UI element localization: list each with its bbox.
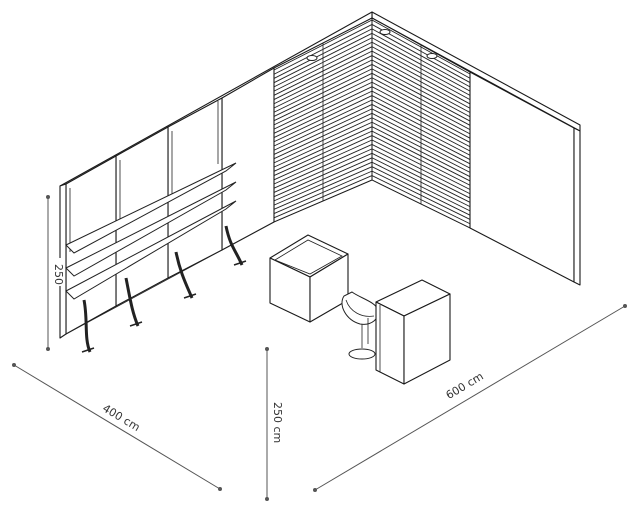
left-wall-base [65,221,275,335]
shelf-foot [129,321,143,327]
shelf [65,162,237,254]
spotlights [306,29,438,61]
panel-frames [69,101,219,252]
shelf-leg [174,251,194,299]
dimension-height-left: 250 [46,195,65,351]
shelf-leg [82,299,92,353]
shelf [65,181,237,277]
shelf-foot [183,293,197,299]
right-wall-end-edge [573,127,581,286]
shelf-foot [81,347,95,353]
cube-display [269,234,349,323]
shelf [65,200,237,300]
shelf-leg [224,225,244,266]
shelving-unit [65,162,247,353]
width-right-label: 600 cm [444,370,486,402]
chair [341,291,379,360]
counter-cabinet [375,279,451,385]
left-wall-slats [273,17,422,223]
shelf-leg [124,277,140,327]
right-wall-white-panel [469,71,575,283]
shelf-foot [233,260,247,266]
left-wall-white-panel [221,67,275,251]
height-left-label: 250 [52,264,65,285]
dimension-width-left: 400 cm [12,363,222,491]
dimension-width-right: 600 cm [313,304,627,492]
dimension-height-center: 250 cm [265,347,284,501]
height-center-label: 250 cm [271,402,284,443]
